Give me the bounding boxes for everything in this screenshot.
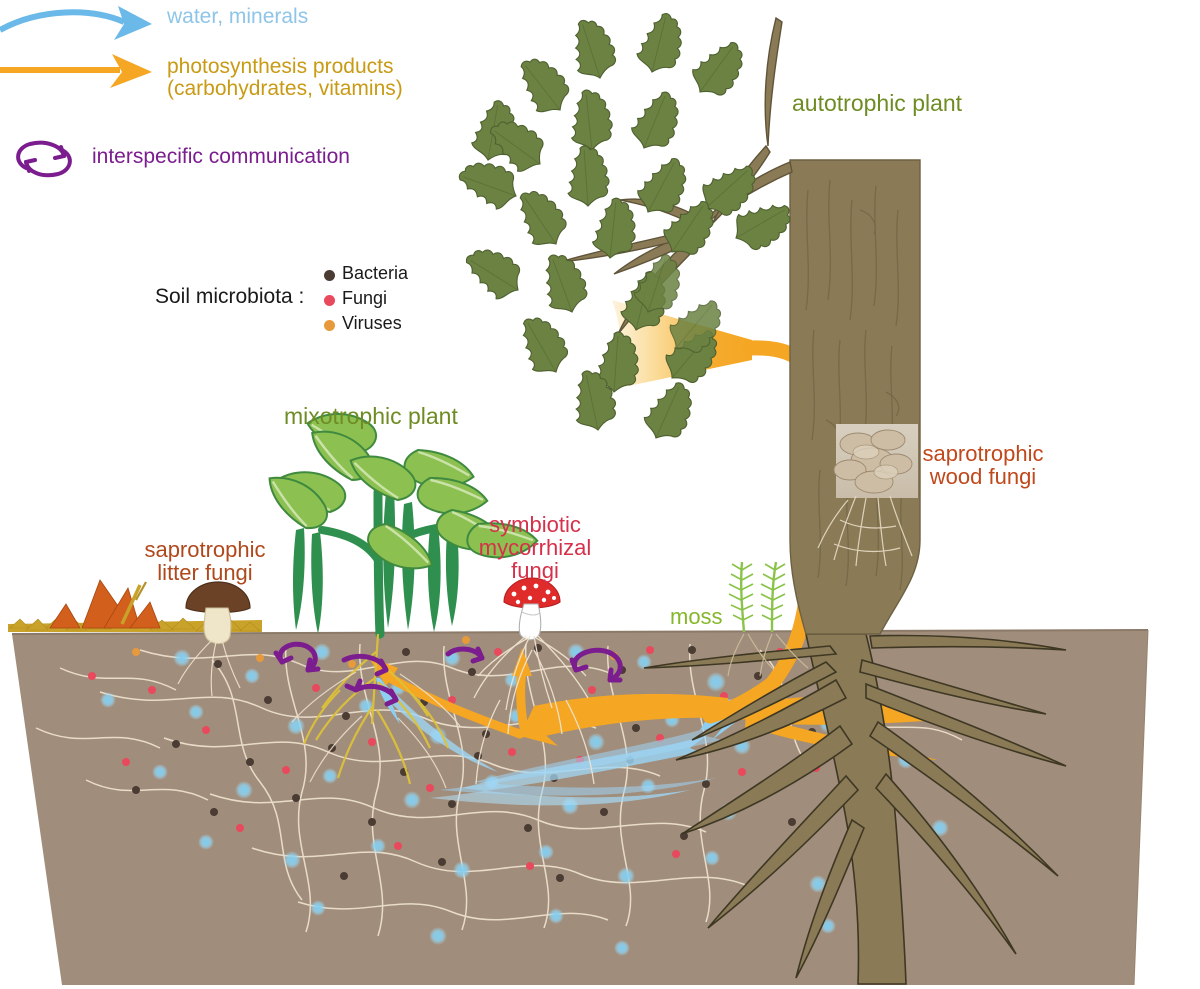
bacteria-dot-icon <box>324 270 335 281</box>
legend-label-water-minerals: water, minerals <box>167 5 309 28</box>
microbiota-label-bacteria: Bacteria <box>342 263 409 283</box>
amanita-mushroom <box>473 577 595 785</box>
fungi-dot-icon <box>324 295 335 306</box>
interspecific-communication-arrows <box>273 641 623 707</box>
oyster-mushroom-photo-inset <box>817 424 918 567</box>
label-saprotrophic-litter-fungi: saprotrophic litter fungi <box>144 537 266 586</box>
leaf-litter <box>8 579 262 632</box>
soil-microbiota-title: Soil microbiota : <box>155 285 305 308</box>
mixotrophic-plant <box>257 407 541 789</box>
bolete-mushroom <box>177 581 251 697</box>
soil-microbiota-dots <box>88 636 884 882</box>
viruses-dot-icon <box>324 320 335 331</box>
label-mixotrophic-plant: mixotrophic plant <box>284 403 458 429</box>
tree-root-system <box>643 633 1067 985</box>
label-symbiotic-mycorrhizal-fungi: symbiotic mycorrhizal fungi <box>478 512 592 584</box>
legend-label-photosynthesis-products: photosynthesis products (carbohydrates, … <box>167 55 403 101</box>
tree-trunk <box>789 159 921 635</box>
label-saprotrophic-wood-fungi: saprotrophiс wood fungi <box>922 441 1044 490</box>
microbiota-label-fungi: Fungi <box>342 288 388 308</box>
moss-plants <box>727 561 809 677</box>
label-autotrophic-plant: autotrophic plant <box>792 90 963 116</box>
label-moss: moss <box>670 604 723 629</box>
legend-label-interspecific-communication: interspecific communication <box>92 145 350 168</box>
microbiota-label-viruses: Viruses <box>342 313 402 333</box>
oak-leaves-canopy <box>452 8 801 448</box>
